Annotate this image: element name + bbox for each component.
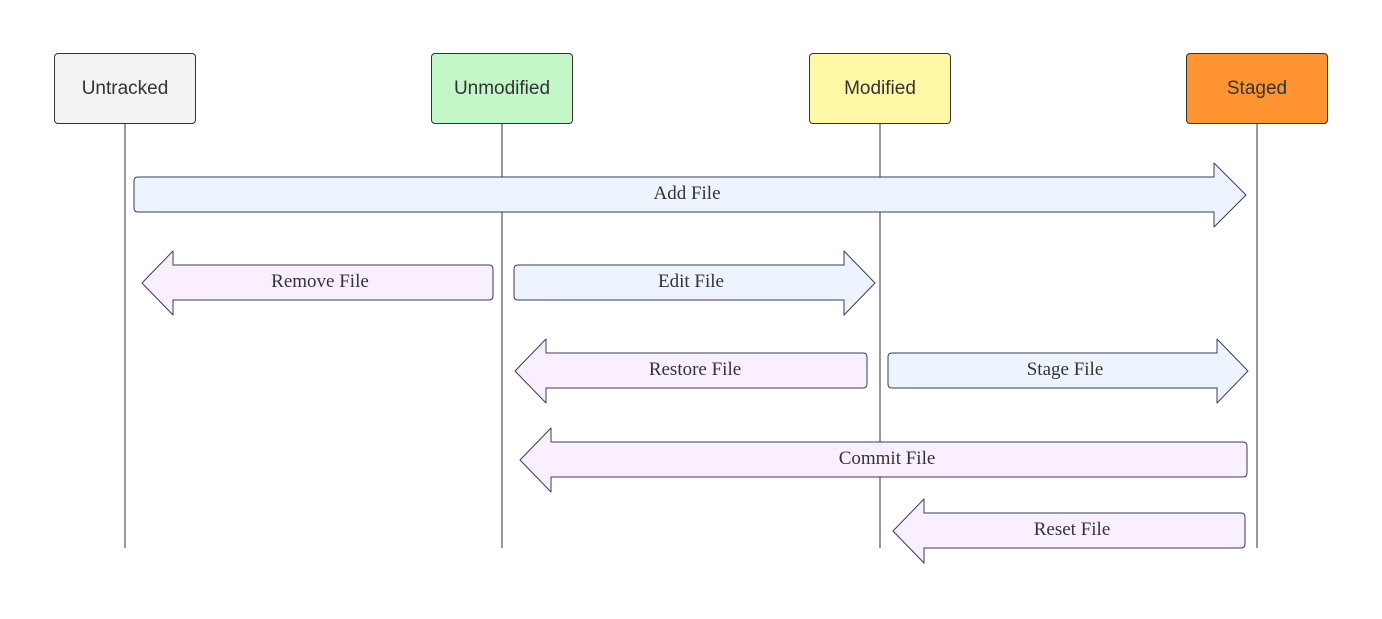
arrow-add-file-label: Add File — [653, 183, 720, 204]
arrow-edit-file-label: Edit File — [658, 271, 724, 292]
arrow-edit-file: Edit File — [513, 250, 876, 316]
arrow-stage-file-label: Stage File — [1027, 359, 1104, 380]
arrow-commit-file-shape — [519, 427, 1248, 493]
arrow-remove-file-label: Remove File — [271, 271, 369, 292]
arrow-stage-file-shape — [887, 338, 1249, 404]
arrow-remove-file: Remove File — [141, 250, 494, 316]
arrow-add-file: Add File — [133, 162, 1247, 228]
state-modified: Modified — [809, 53, 951, 124]
arrow-add-file-shape — [133, 162, 1247, 228]
arrow-reset-file-label: Reset File — [1034, 519, 1111, 540]
state-staged: Staged — [1186, 53, 1328, 124]
arrow-restore-file-label: Restore File — [649, 359, 741, 380]
arrow-restore-file-shape — [514, 338, 868, 404]
arrow-remove-file-shape — [141, 250, 494, 316]
arrow-edit-file-shape — [513, 250, 876, 316]
arrow-restore-file: Restore File — [514, 338, 868, 404]
arrow-commit-file-label: Commit File — [839, 448, 936, 469]
arrow-stage-file: Stage File — [887, 338, 1249, 404]
arrow-reset-file: Reset File — [892, 498, 1246, 564]
state-untracked: Untracked — [54, 53, 196, 124]
state-unmodified: Unmodified — [431, 53, 573, 124]
arrow-commit-file: Commit File — [519, 427, 1248, 493]
arrow-reset-file-shape — [892, 498, 1246, 564]
